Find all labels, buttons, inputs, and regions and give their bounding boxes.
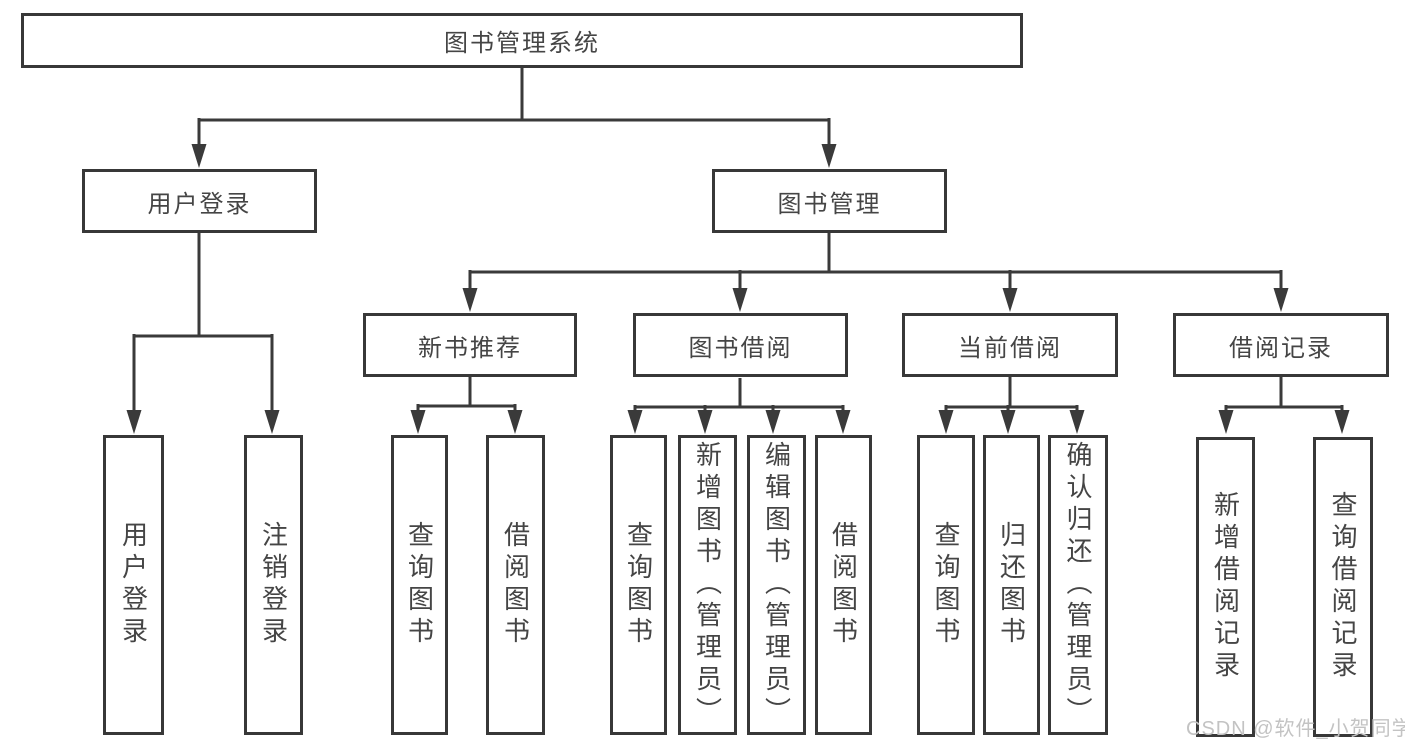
leaf-query-books-current-label: 查询图书 [931, 521, 961, 649]
leaf-return-books-label: 归还图书 [996, 521, 1027, 649]
leaf-query-books-recommend: 查询图书 [391, 435, 448, 735]
leaf-add-borrow-record: 新增借阅记录 [1196, 437, 1255, 737]
leaf-logout: 注销登录 [244, 435, 303, 735]
leaf-query-books-borrowing: 查询图书 [610, 435, 667, 735]
leaf-confirm-return-admin: 确认归还（管理员） [1048, 435, 1108, 735]
node-current-borrowing: 当前借阅 [902, 313, 1118, 377]
leaf-return-books: 归还图书 [983, 435, 1040, 735]
connector-book-management-to-level3 [468, 233, 1283, 290]
node-new-book-recommend: 新书推荐 [363, 313, 577, 377]
leaf-query-books-recommend-label: 查询图书 [404, 521, 435, 649]
leaf-edit-book-admin: 编辑图书（管理员） [747, 435, 806, 735]
connector-current-borrowing-to-leaves [944, 377, 1079, 413]
connector-book-borrowing-to-leaves [633, 378, 845, 413]
connector-borrowing-records-to-leaves [1224, 377, 1344, 413]
leaf-user-login-label: 用户登录 [118, 521, 149, 649]
leaf-query-borrow-record-label: 查询借阅记录 [1328, 491, 1358, 683]
leaf-add-borrow-record-label: 新增借阅记录 [1210, 491, 1241, 683]
leaf-borrow-books-borrowing-label: 借阅图书 [828, 521, 859, 649]
leaf-edit-book-admin-label: 编辑图书（管理员） [761, 441, 792, 729]
leaf-query-borrow-record: 查询借阅记录 [1313, 437, 1373, 737]
leaf-query-books-current: 查询图书 [917, 435, 975, 735]
connector-root-to-level2 [197, 67, 831, 146]
csdn-watermark: CSDN @软件_小贺同学 [1186, 718, 1405, 740]
leaf-logout-label: 注销登录 [258, 521, 289, 649]
leaf-borrow-books-recommend-label: 借阅图书 [500, 521, 531, 649]
node-borrowing-records: 借阅记录 [1173, 313, 1389, 377]
node-book-management: 图书管理 [712, 169, 947, 233]
leaf-user-login: 用户登录 [103, 435, 164, 735]
leaf-borrow-books-recommend: 借阅图书 [486, 435, 545, 735]
node-root-system: 图书管理系统 [21, 13, 1023, 68]
arrowheads [126, 144, 1350, 434]
leaf-add-book-admin-label: 新增图书（管理员） [692, 441, 723, 729]
node-user-login: 用户登录 [82, 169, 317, 233]
leaf-query-books-borrowing-label: 查询图书 [623, 521, 654, 649]
leaf-add-book-admin: 新增图书（管理员） [678, 435, 737, 735]
node-book-borrowing: 图书借阅 [633, 313, 848, 377]
connector-user-login-to-leaves [132, 233, 274, 412]
leaf-borrow-books-borrowing: 借阅图书 [815, 435, 872, 735]
leaf-confirm-return-admin-label: 确认归还（管理员） [1063, 441, 1093, 729]
connector-new-book-recommend-to-leaves [416, 377, 517, 413]
